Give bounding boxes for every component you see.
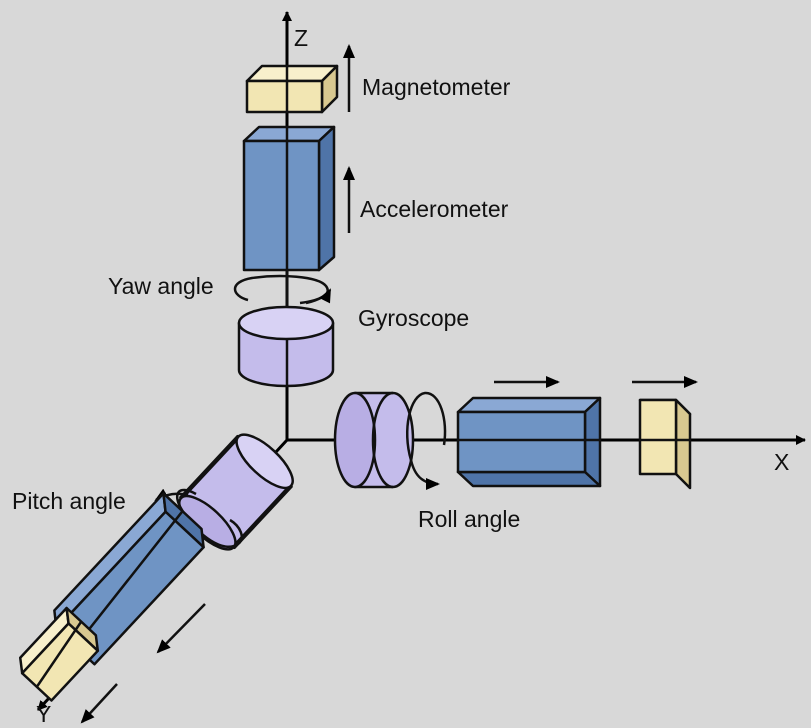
roll-angle-label: Roll angle <box>418 506 520 532</box>
accelerometer-y <box>53 492 205 666</box>
yaw-rotation-arrow <box>233 274 332 305</box>
x-axis-label: X <box>774 449 789 475</box>
gyroscope-y <box>178 433 294 551</box>
z-axis-label: Z <box>294 25 308 51</box>
magnetometer-label: Magnetometer <box>362 74 511 100</box>
accelerometer-y-direction-arrow <box>156 603 206 654</box>
pitch-angle-label: Pitch angle <box>12 488 126 514</box>
gyroscope-label: Gyroscope <box>358 305 469 331</box>
accelerometer-label: Accelerometer <box>360 196 509 222</box>
accelerometer-x <box>456 396 602 488</box>
magnetometer-y-direction-arrow <box>80 683 118 724</box>
yaw-angle-label: Yaw angle <box>108 273 214 299</box>
magnetometer-x <box>638 398 692 490</box>
roll-rotation-arrow <box>405 391 447 490</box>
y-axis-label: Y <box>36 701 51 727</box>
magnetometer-z <box>245 64 339 114</box>
magnetometer-y <box>18 606 100 702</box>
gyroscope-x <box>333 391 415 489</box>
accelerometer-z <box>242 125 336 272</box>
